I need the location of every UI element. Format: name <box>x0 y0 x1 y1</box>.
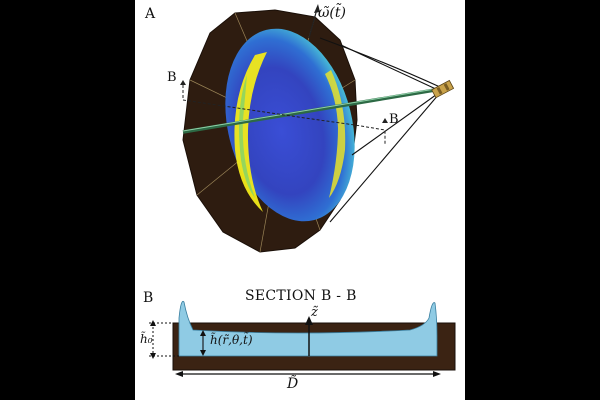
section-title: SECTION B - B <box>245 288 357 304</box>
section-liquid <box>178 300 438 357</box>
dish-liquid-surface <box>225 28 355 222</box>
panel-b-label: B <box>143 290 154 306</box>
initial-height-dimension <box>149 320 179 359</box>
figure-panel: A ω̃(t̃) B B B SECTION B - B z̃ h̃(r̃,θ,… <box>135 0 465 400</box>
support-struts <box>319 37 441 223</box>
diameter-label: D̃ <box>287 376 299 392</box>
panel-a-label: A <box>145 6 156 22</box>
section-cut-label-right: B <box>389 112 399 127</box>
rotation-axis-arrow <box>308 8 318 39</box>
antenna-boom-highlight <box>182 88 436 132</box>
z-axis-arrowhead <box>305 316 313 325</box>
figure-canvas <box>149 4 456 377</box>
diameter-dimension <box>175 371 441 377</box>
film-height-label: h̃(r̃,θ,t̃) <box>210 333 253 347</box>
rotation-rate-label: ω̃(t̃) <box>318 5 346 21</box>
cross-section <box>149 300 456 377</box>
section-cut-line <box>182 85 386 145</box>
liquid-highlight-left-edge <box>239 75 255 198</box>
section-cut-label-left: B <box>167 70 177 85</box>
rotation-arrowhead <box>314 4 320 13</box>
satellite-icon <box>431 79 455 99</box>
antenna-boom <box>182 88 436 134</box>
cut-arrow-right <box>382 118 388 123</box>
dish-antenna <box>182 9 358 253</box>
z-axis-label: z̃ <box>311 305 318 320</box>
cut-arrow-left <box>180 80 186 85</box>
film-height-arrow <box>200 330 206 356</box>
initial-height-label: h̃₀ <box>140 332 153 346</box>
liquid-highlight-right <box>325 70 346 198</box>
